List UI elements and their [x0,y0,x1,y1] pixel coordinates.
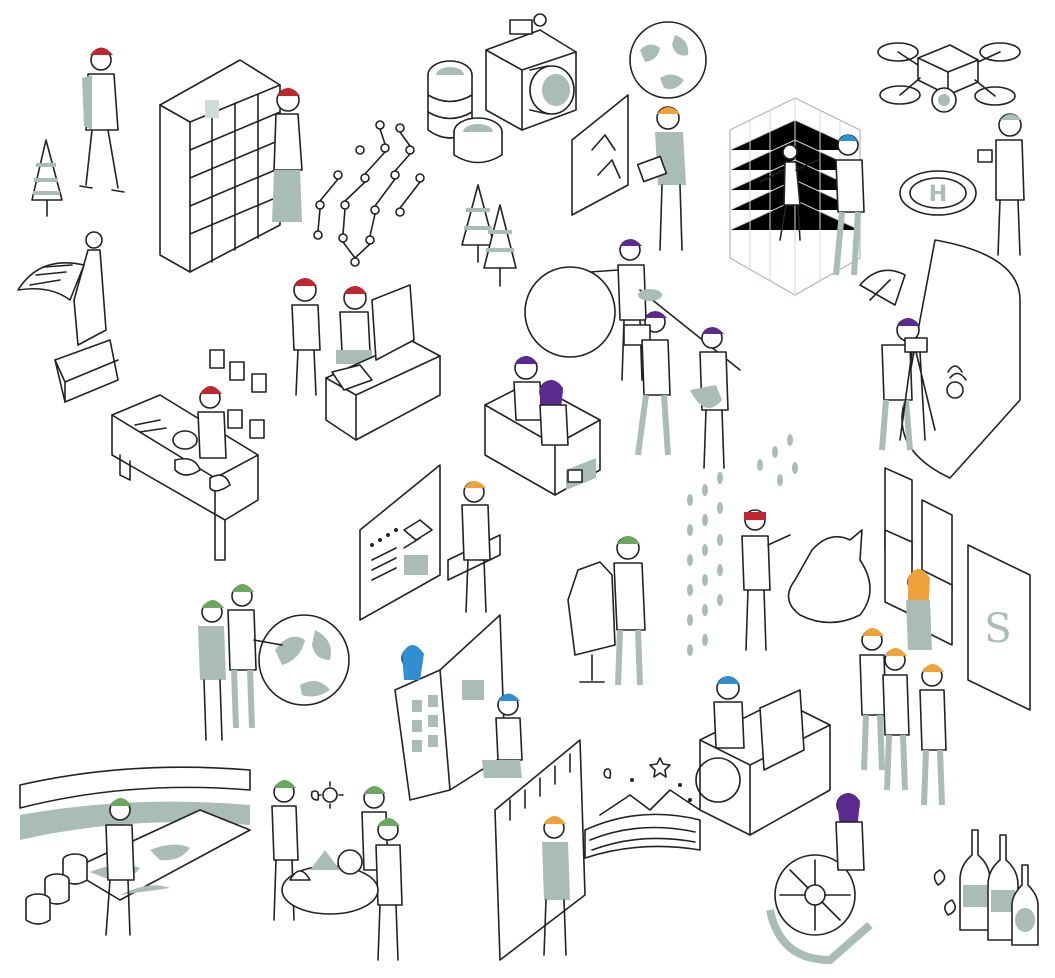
monitor-icon [759,689,805,771]
globe-icon [258,614,350,706]
moon-globe-presenter [571,21,707,251]
drone [877,42,1021,113]
flower-icon [933,869,956,916]
picture-frame-icon [205,100,219,118]
network-diagram [313,120,425,267]
diorama-builders [271,780,403,961]
seated-interview [484,356,601,496]
camera-and-lenses [427,13,577,164]
coat-on-stand-icon [567,561,616,656]
helipad: H [899,113,1025,256]
magazine-readers [394,614,523,801]
remote-control-icon [977,149,993,163]
sculptor-workbench [111,349,267,561]
ui-designer-screen [359,464,501,621]
pine-tree-icon [31,139,63,217]
winged-statue [17,231,119,403]
film-reel-holder [766,793,873,965]
crescent-moon-icon [603,768,612,779]
boom-microphone-icon [638,289,662,301]
vr-headset-icon [744,512,766,520]
fashion-designer [567,536,646,686]
walking-person-red-hair [79,47,125,193]
fabric-dyer [19,766,251,936]
pine-tree-icon [461,184,517,287]
globe-discussion [198,584,350,741]
moon-icon [310,790,320,801]
photographer-studio [859,239,1021,479]
bookshelf-librarian [159,59,303,273]
film-crew-with-reflector [524,239,741,469]
star-icon [649,757,671,778]
shoulder-bag-icon [690,385,722,408]
wheelchair-editor [695,676,831,836]
wheelchair-wheel-icon [695,757,741,803]
3d-grid-mannequin [729,97,865,296]
landscape-night-sky [584,757,701,859]
gallery-frames-and-visitors: S [859,467,1031,806]
bottle-icon [959,829,991,931]
flower-pot-icon [946,381,964,399]
framed-sign-letter: S [984,606,1011,652]
wine-bottles [933,829,1039,946]
curtain-stage [494,739,586,961]
helipad-letter: H [929,182,947,207]
reflector-disc-icon [524,266,616,358]
sun-icon [322,787,338,803]
camera-icon [904,337,928,353]
vr-player-with-cat [687,434,871,656]
red-hair-icon [90,47,113,55]
moon-icon [629,21,707,99]
programmer-at-desk [291,278,441,441]
cat-icon [787,529,871,624]
monitor-icon [371,284,415,361]
